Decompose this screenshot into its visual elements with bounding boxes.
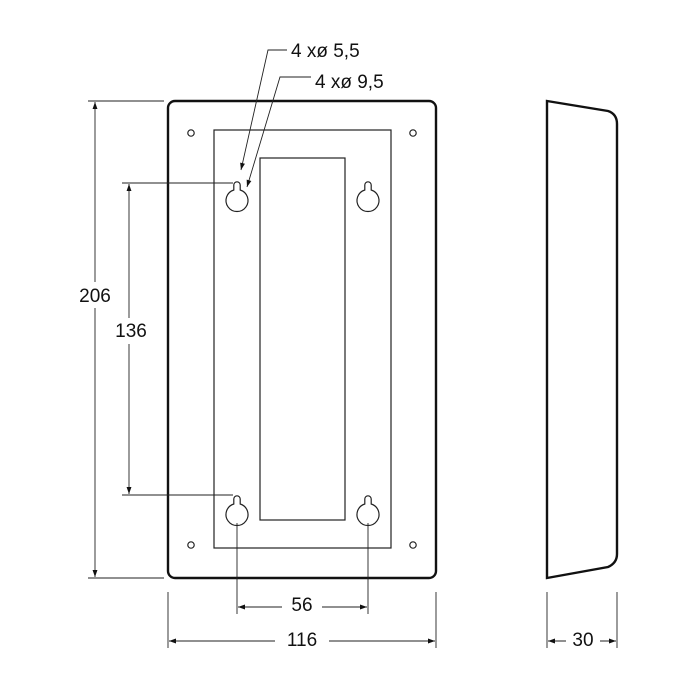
side-profile-outline xyxy=(545,99,619,580)
dimension-label-116: 116 xyxy=(287,630,317,651)
inner-frame xyxy=(213,129,392,549)
side-view xyxy=(545,99,619,580)
dimension-label-56: 56 xyxy=(291,595,312,616)
dimension-hole-spacing-horizontal: 56 xyxy=(236,523,369,616)
keyhole-bottom-left xyxy=(225,495,249,527)
corner-hole-bottom-left xyxy=(187,541,195,549)
keyhole-top-left xyxy=(225,181,249,213)
callout-label-small-holes: 4 xø 5,5 xyxy=(291,41,360,62)
back-plate-outline xyxy=(166,99,438,580)
callout-small-holes: 4 xø 5,5 xyxy=(240,41,360,171)
corner-hole-bottom-right xyxy=(409,541,417,549)
cable-opening xyxy=(259,157,346,521)
front-view xyxy=(166,99,438,580)
callout-label-large-holes: 4 xø 9,5 xyxy=(315,72,384,93)
dimension-label-206: 206 xyxy=(79,286,111,307)
keyhole-bottom-right xyxy=(356,495,380,527)
dimension-depth: 30 xyxy=(546,592,618,651)
dimension-total-width: 116 xyxy=(167,592,437,651)
dimension-label-136: 136 xyxy=(115,321,147,342)
keyhole-top-right xyxy=(356,181,380,213)
dimension-hole-spacing-vertical: 136 xyxy=(106,182,233,496)
dimension-total-height: 206 xyxy=(70,100,164,579)
callout-large-holes: 4 xø 9,5 xyxy=(246,72,384,188)
corner-hole-top-left xyxy=(187,129,195,137)
corner-hole-top-right xyxy=(409,129,417,137)
dimension-label-30: 30 xyxy=(572,630,593,651)
